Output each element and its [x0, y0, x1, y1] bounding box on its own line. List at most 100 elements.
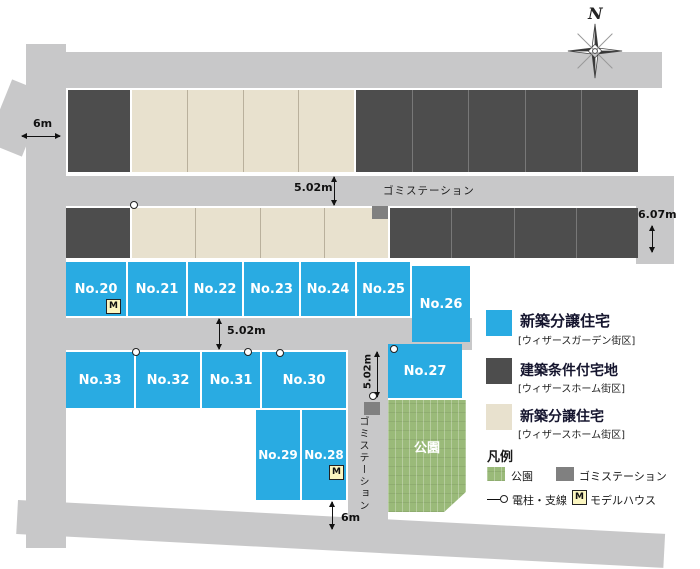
- utility-pole-icon: [132, 348, 140, 356]
- dim-arrow: [331, 176, 337, 206]
- lot-cell: [390, 208, 451, 258]
- garbage-station-label-vertical: ゴミステーション: [357, 416, 368, 512]
- garbage-station-label-upper: ゴミステーション: [383, 185, 475, 197]
- lot-no23: No.23: [244, 262, 299, 316]
- garbage-station-box-vertical: [364, 402, 380, 415]
- lot-no32: No.32: [136, 352, 200, 408]
- lot-no31: No.31: [202, 352, 260, 408]
- dim-top-left-road: 6m: [33, 117, 53, 130]
- lot-cell: [451, 208, 513, 258]
- legend-title-home: 新築分譲住宅: [520, 409, 604, 425]
- lot-label: No.27: [403, 363, 447, 379]
- lot-label: No.21: [135, 281, 179, 297]
- compass-north-label: N: [588, 4, 603, 23]
- legend-swatch-home: [486, 404, 512, 430]
- dim-arrow: [21, 133, 61, 139]
- lot-cell: [524, 90, 582, 172]
- utility-pole-icon: [244, 348, 252, 356]
- lot-label: No.28: [304, 448, 344, 462]
- legend-heading: 凡例: [487, 450, 514, 465]
- dim-upper-road: 5.02m: [294, 181, 333, 194]
- lot-cell: [132, 208, 195, 258]
- legend-model-label: モデルハウス: [590, 494, 656, 507]
- lot-no28: No.28 M: [302, 410, 346, 500]
- lot-row2-dark-group: [390, 208, 638, 258]
- dim-arrow: [374, 351, 380, 398]
- legend-pole-label: 電柱・支線: [512, 494, 567, 507]
- lot-no30: No.30: [262, 352, 346, 408]
- lot-cell: [575, 208, 638, 258]
- lot-cell: [259, 208, 324, 258]
- road-right: [636, 176, 674, 264]
- park-area: 公園: [388, 400, 466, 512]
- utility-pole-icon: [390, 345, 398, 353]
- legend-subtitle-conditional: [ウィザースホーム街区]: [518, 384, 626, 395]
- lot-cell: [195, 208, 259, 258]
- legend-model-badge: M: [572, 490, 587, 505]
- garbage-station-box-upper: [372, 206, 388, 219]
- lot-row1-beige-group: [132, 90, 354, 172]
- dim-arrow: [216, 318, 222, 350]
- model-house-badge: M: [106, 299, 121, 314]
- lot-label: No.30: [282, 372, 326, 388]
- lot-row1-dark-left: [68, 90, 130, 172]
- lot-label: No.22: [193, 281, 237, 297]
- lot-label: No.26: [419, 296, 463, 312]
- legend-title-garden: 新築分譲住宅: [520, 312, 611, 330]
- lot-no33: No.33: [66, 352, 134, 408]
- lot-row1-dark-group: [356, 90, 638, 172]
- dim-bottom-road: 6m: [341, 511, 361, 524]
- road-middle-upper: [60, 176, 640, 206]
- lot-label: No.24: [306, 281, 350, 297]
- lot-cell: [468, 90, 525, 172]
- road-left: [26, 44, 66, 548]
- dim-arrow: [649, 225, 655, 253]
- lot-no29: No.29: [256, 410, 300, 500]
- model-house-badge: M: [329, 465, 344, 480]
- lot-row2-beige-group: [132, 208, 388, 258]
- lot-row2-dark-left: [66, 208, 130, 258]
- compass-rose-icon: [567, 23, 623, 79]
- lot-cell: [356, 90, 412, 172]
- dim-arrow: [329, 501, 335, 530]
- lot-label: No.20: [74, 281, 118, 297]
- legend-subtitle-garden: [ウィザースガーデン街区]: [518, 336, 636, 347]
- lot-no25: No.25: [357, 262, 410, 316]
- utility-pole-icon: [276, 349, 284, 357]
- legend-title-conditional: 建築条件付宅地: [520, 363, 618, 379]
- lot-cell: [242, 90, 299, 172]
- legend-gomi-label: ゴミステーション: [579, 470, 667, 483]
- park-label: 公園: [413, 440, 440, 456]
- lot-cell: [186, 90, 243, 172]
- utility-pole-legend-icon: [487, 495, 508, 503]
- lot-no26: No.26: [412, 266, 470, 342]
- pole-wire: [487, 498, 500, 500]
- legend-gomi-swatch: [556, 467, 574, 481]
- lot-label: No.32: [146, 372, 190, 388]
- dim-right-road: 6.07m: [638, 208, 677, 221]
- legend-swatch-garden: [486, 310, 512, 336]
- lot-no21: No.21: [128, 262, 186, 316]
- dim-middle-road: 5.02m: [227, 324, 266, 337]
- lot-no27: No.27: [388, 344, 462, 398]
- road-top: [36, 52, 662, 88]
- lot-label: No.23: [250, 281, 293, 297]
- lot-no24: No.24: [301, 262, 355, 316]
- legend-park-label: 公園: [511, 470, 533, 483]
- legend-subtitle-home: [ウィザースホーム街区]: [518, 430, 626, 441]
- lot-label: No.31: [209, 372, 253, 388]
- dim-vertical-road: 5.02m: [362, 353, 374, 390]
- lot-label: No.25: [362, 281, 405, 297]
- road-vertical: [348, 318, 388, 542]
- lot-cell: [581, 90, 638, 172]
- pole-circle: [500, 495, 508, 503]
- lot-label: No.33: [78, 372, 122, 388]
- lot-cell: [323, 208, 388, 258]
- lot-no20: No.20 M: [66, 262, 126, 316]
- lot-cell: [513, 208, 576, 258]
- lot-cell: [411, 90, 469, 172]
- lot-label: No.29: [258, 448, 298, 462]
- legend-park-swatch: [487, 467, 505, 481]
- utility-pole-icon: [130, 201, 138, 209]
